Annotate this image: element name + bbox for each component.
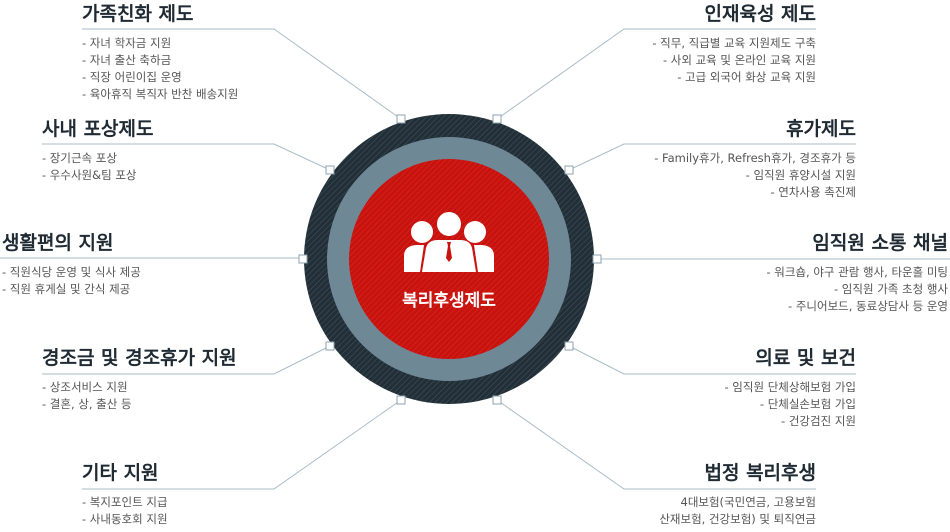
people-group-icon: [404, 212, 494, 272]
list-item: - 결혼, 상, 출산 등: [42, 397, 132, 411]
category-title: 기타 지원: [82, 462, 159, 484]
category-condolence: 경조금 및 경조휴가 지원 - 상조서비스 지원 - 결혼, 상, 출산 등: [42, 346, 237, 413]
category-title: 인재육성 제도: [704, 3, 817, 25]
list-item: - 연차사용 촉진제: [770, 185, 856, 199]
list-item: - 상조서비스 지원: [42, 380, 128, 394]
list-item: - 자녀 학자금 지원: [82, 36, 172, 50]
category-talent-development: 인재육성 제도 - 직무, 직급별 교육 지원제도 구축 - 사외 교육 및 온라…: [652, 2, 816, 86]
category-medical: 의료 및 보건 - 임직원 단체상해보험 가입 - 단체실손보험 가입 - 건강검진…: [725, 346, 857, 430]
list-item: - 직원 휴게실 및 간식 제공: [2, 282, 131, 296]
category-title: 생활편의 지원: [2, 232, 114, 254]
category-vacation: 휴가제도 - Family휴가, Refresh휴가, 경조휴가 등 - 임직원 …: [654, 117, 856, 201]
list-item: - 직원식당 운영 및 식사 제공: [2, 265, 141, 279]
list-item: - 임직원 휴양시설 지원: [745, 168, 856, 182]
list-item: - 주니어보드, 동료상담사 등 운영: [788, 299, 948, 313]
list-item: - 직무, 직급별 교육 지원제도 구축: [652, 36, 816, 50]
category-title: 법정 복리후생: [704, 462, 817, 484]
list-item: - 직장 어린이집 운영: [82, 70, 182, 84]
category-title: 의료 및 보건: [755, 347, 856, 369]
category-rewards: 사내 포상제도 - 장기근속 포상 - 우수사원&팀 포상: [42, 117, 154, 184]
list-item: - 임직원 단체상해보험 가입: [724, 380, 857, 394]
list-item: 4대보험(국민연금, 고용보험: [680, 495, 817, 509]
category-title: 임직원 소통 채널: [812, 232, 948, 254]
list-item: - 임직원 가족 초청 행사: [834, 282, 948, 296]
category-title: 사내 포상제도: [42, 118, 154, 140]
list-item: - 건강검진 지원: [781, 414, 856, 428]
category-living-support: 생활편의 지원 - 직원식당 운영 및 식사 제공 - 직원 휴게실 및 간식 제…: [2, 231, 141, 298]
list-item: - 사내동호회 지원: [82, 512, 168, 526]
list-item: - 장기근속 포상: [42, 151, 117, 165]
list-item: 산재보험, 건강보험) 및 퇴직연금: [659, 512, 816, 526]
category-communication: 임직원 소통 채널 - 워크숍, 야구 관람 행사, 타운홀 미팅 - 임직원 가…: [766, 231, 948, 315]
connector-lines: [0, 28, 950, 490]
list-item: - 고급 외국어 화상 교육 지원: [677, 70, 816, 84]
category-other: 기타 지원 - 복지포인트 지급 - 사내동호회 지원: [82, 461, 168, 528]
list-item: - 사외 교육 및 온라인 교육 지원: [662, 53, 816, 67]
list-item: - 워크숍, 야구 관람 행사, 타운홀 미팅: [766, 265, 948, 279]
list-item: - 우수사원&팀 포상: [42, 168, 137, 182]
category-family-friendly: 가족친화 제도 - 자녀 학자금 지원 - 자녀 출산 축하금 - 직장 어린이집 …: [82, 2, 238, 103]
list-item: - Family휴가, Refresh휴가, 경조휴가 등: [654, 151, 856, 165]
list-item: - 복지포인트 지급: [82, 495, 168, 509]
center-title: 복리후생제도: [402, 291, 496, 311]
category-title: 휴가제도: [786, 118, 856, 140]
category-title: 경조금 및 경조휴가 지원: [42, 347, 237, 369]
connector-nodes: [298, 114, 602, 405]
list-item: - 육아휴직 복직자 반찬 배송지원: [82, 87, 239, 101]
list-item: - 자녀 출산 축하금: [82, 53, 172, 67]
category-title: 가족친화 제도: [82, 3, 194, 25]
list-item: - 단체실손보험 가입: [759, 397, 856, 411]
